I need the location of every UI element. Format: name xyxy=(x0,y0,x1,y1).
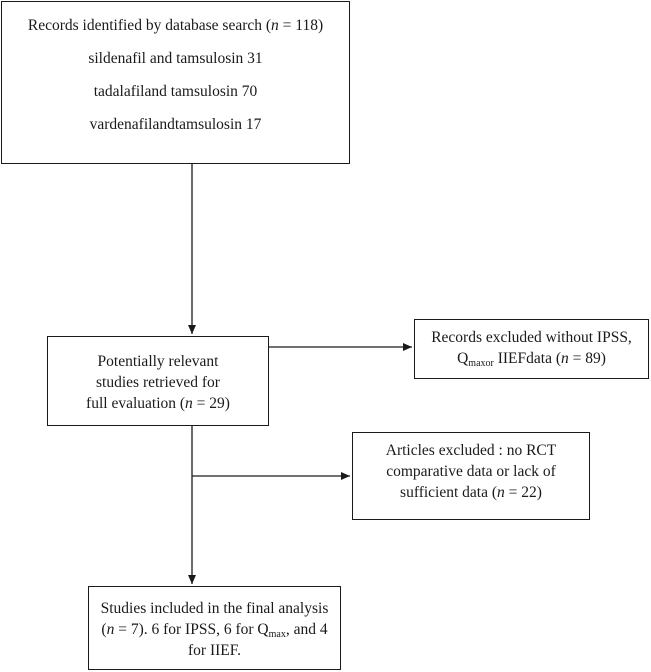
excluded-ipss-line-1: Records excluded without IPSS, xyxy=(431,329,632,346)
records-identified-title: Records identified by database search (n… xyxy=(27,17,324,34)
included-line-3: for IIEF. xyxy=(188,642,241,659)
studies-included-box: Studies included in the final analysis (… xyxy=(88,586,341,670)
excluded-ipss-line-2: Qmaxor IIEFdata (n = 89) xyxy=(457,350,606,369)
included-line-1: Studies included in the final analysis xyxy=(100,600,329,617)
included-line-2: (n = 7). 6 for IPSS, 6 for Qmax, and 4 xyxy=(101,621,328,640)
relevant-line-1: Potentially relevant xyxy=(97,353,219,370)
sildenafil-count: sildenafil and tamsulosin 31 xyxy=(88,50,263,67)
potentially-relevant-box: Potentially relevant studies retrieved f… xyxy=(47,336,269,426)
excluded-no-ipss-box: Records excluded without IPSS, Qmaxor II… xyxy=(414,319,649,379)
relevant-line-2: studies retrieved for xyxy=(96,374,220,391)
records-identified-box: Records identified by database search (n… xyxy=(1,1,350,164)
excluded-rct-line-1: Articles excluded : no RCT xyxy=(385,442,557,459)
excluded-no-rct-box: Articles excluded : no RCT comparative d… xyxy=(352,432,590,520)
relevant-line-3: full evaluation (n = 29) xyxy=(86,395,230,412)
vardenafil-count: vardenafilandtamsulosin 17 xyxy=(89,116,262,133)
excluded-rct-line-3: sufficient data (n = 22) xyxy=(400,484,542,501)
tadalafil-count: tadalafiland tamsulosin 70 xyxy=(93,83,258,100)
excluded-rct-line-2: comparative data or lack of xyxy=(386,463,556,480)
